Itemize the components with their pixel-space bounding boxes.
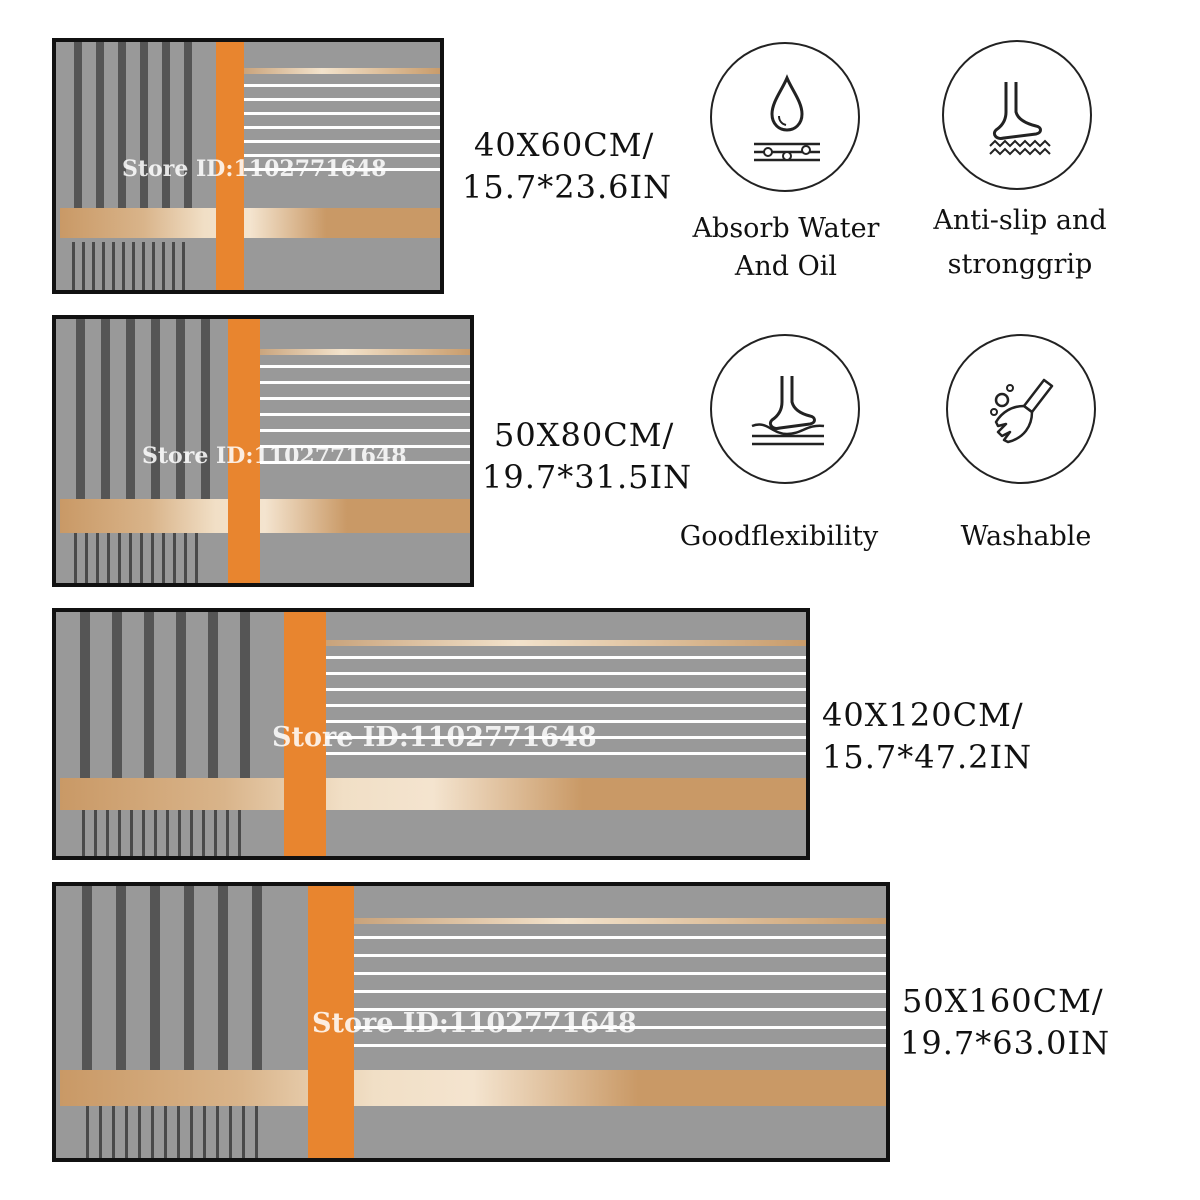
foot-waves-icon — [942, 40, 1092, 190]
feature-line1: Goodflexibility — [679, 521, 879, 552]
size-in: 19.7*31.5IN — [482, 458, 693, 496]
size-label-40x60: 40X60CM/ 15.7*23.6IN — [462, 124, 672, 208]
size-in: 15.7*47.2IN — [822, 738, 1033, 776]
feature-line2: stronggrip — [947, 249, 1093, 280]
mat-40x60: Store ID:1102771648 — [52, 38, 444, 294]
brush-bubbles-icon — [946, 334, 1096, 484]
feature-line1: Anti-slip and — [933, 205, 1107, 236]
watermark: Store ID:1102771648 — [142, 443, 407, 469]
feature-line1: Washable — [960, 521, 1092, 552]
mat-40x120: Store ID:1102771648 — [52, 608, 810, 860]
feature-line2: And Oil — [734, 251, 838, 282]
mat-50x80: Store ID:1102771648 — [52, 315, 474, 587]
feature-label-washable: Washable — [906, 518, 1146, 556]
watermark: Store ID:1102771648 — [312, 1008, 637, 1039]
size-cm: 50X80CM/ — [494, 416, 675, 454]
foot-cushion-icon — [710, 334, 860, 484]
mat-50x160: Store ID:1102771648 — [52, 882, 890, 1162]
size-label-50x80: 50X80CM/ 19.7*31.5IN — [482, 414, 692, 498]
feature-line1: Absorb Water — [692, 213, 880, 244]
size-cm: 40X120CM/ — [822, 696, 1024, 734]
size-label-50x160: 50X160CM/ 19.7*63.0IN — [900, 980, 1110, 1064]
feature-label-antislip: Anti-slip and stronggrip — [900, 202, 1140, 284]
size-label-40x120: 40X120CM/ 15.7*47.2IN — [822, 694, 1032, 778]
size-in: 15.7*23.6IN — [462, 168, 673, 206]
size-cm: 50X160CM/ — [902, 982, 1104, 1020]
size-in: 19.7*63.0IN — [900, 1024, 1111, 1062]
feature-label-flexibility: Goodflexibility — [656, 518, 902, 556]
watermark: Store ID:1102771648 — [122, 156, 387, 182]
size-cm: 40X60CM/ — [474, 126, 655, 164]
watermark: Store ID:1102771648 — [272, 722, 597, 753]
water-drop-icon — [710, 42, 860, 192]
feature-label-absorb: Absorb Water And Oil — [666, 210, 906, 286]
